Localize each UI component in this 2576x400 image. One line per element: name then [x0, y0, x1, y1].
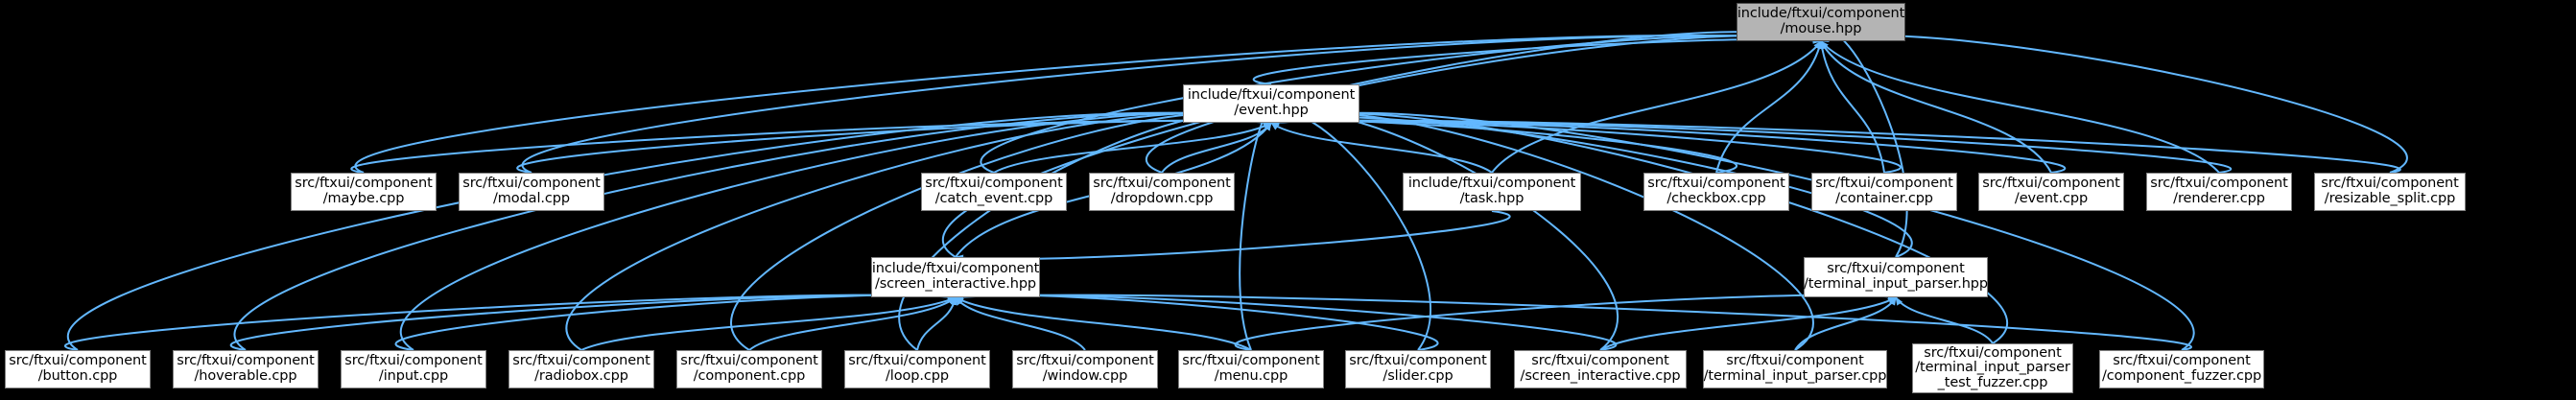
graph-node-label: include/ftxui/component /task.hpp — [1407, 176, 1576, 206]
graph-node-screen-interactive-cpp[interactable]: src/ftxui/component /screen_interactive.… — [1514, 350, 1687, 388]
graph-node-label: src/ftxui/component /terminal_input_pars… — [1915, 344, 2070, 390]
graph-edge — [1252, 36, 1822, 85]
graph-edge — [1234, 293, 1897, 351]
graph-node-terminal-input-parser-hpp[interactable]: src/ftxui/component /terminal_input_pars… — [1804, 257, 1988, 297]
graph-edge — [1715, 40, 1823, 174]
graph-edge — [748, 296, 957, 351]
graph-node-label: src/ftxui/component /window.cpp — [1016, 353, 1154, 384]
graph-node-event-cpp[interactable]: src/ftxui/component /event.cpp — [1978, 173, 2124, 211]
graph-node-label: include/ftxui/component /mouse.hpp — [1737, 6, 1905, 36]
graph-node-slider-cpp[interactable]: src/ftxui/component /slider.cpp — [1345, 350, 1491, 388]
graph-edge — [1895, 296, 1994, 344]
graph-node-label: src/ftxui/component /radiobox.cpp — [512, 353, 650, 384]
graph-node-label: src/ftxui/component /hoverable.cpp — [177, 353, 315, 384]
graph-edge — [993, 122, 1272, 174]
graph-node-label: src/ftxui/component /maybe.cpp — [295, 176, 433, 206]
graph-node-event-hpp[interactable]: include/ftxui/component /event.hpp — [1183, 84, 1359, 123]
graph-edge — [1270, 122, 1493, 174]
graph-node-label: src/ftxui/component /container.cpp — [1815, 176, 1953, 206]
graph-node-container-cpp[interactable]: src/ftxui/component /container.cpp — [1811, 173, 1957, 211]
graph-node-label: src/ftxui/component /terminal_input_pars… — [1803, 261, 1989, 292]
graph-node-button-cpp[interactable]: src/ftxui/component /button.cpp — [5, 350, 151, 388]
graph-edge — [394, 293, 957, 351]
graph-node-label: src/ftxui/component /event.cpp — [1982, 176, 2120, 206]
graph-node-window-cpp[interactable]: src/ftxui/component /window.cpp — [1012, 350, 1158, 388]
graph-edge — [955, 210, 1511, 262]
graph-node-label: include/ftxui/component /event.hpp — [1187, 87, 1356, 118]
graph-node-label: src/ftxui/component /screen_interactive.… — [1520, 353, 1681, 384]
graph-node-label: src/ftxui/component /component.cpp — [680, 353, 818, 384]
graph-edge — [350, 118, 1272, 174]
graph-node-label: src/ftxui/component /checkbox.cpp — [1647, 176, 1785, 206]
graph-node-label: src/ftxui/component /component_fuzzer.cp… — [2101, 353, 2262, 384]
graph-node-label: src/ftxui/component /dropdown.cpp — [1093, 176, 1231, 206]
graph-node-radiobox-cpp[interactable]: src/ftxui/component /radiobox.cpp — [508, 350, 654, 388]
graph-edge — [1794, 296, 1897, 351]
graph-node-mouse-hpp[interactable]: include/ftxui/component /mouse.hpp — [1737, 3, 1905, 41]
graph-node-screen-interactive-hpp[interactable]: include/ftxui/component /screen_interact… — [871, 257, 1040, 297]
graph-node-input-cpp[interactable]: src/ftxui/component /input.cpp — [341, 350, 486, 388]
graph-node-component-fuzzer-cpp[interactable]: src/ftxui/component /component_fuzzer.cp… — [2099, 350, 2264, 388]
graph-node-label: src/ftxui/component /button.cpp — [9, 353, 147, 384]
graph-edge — [955, 296, 1086, 351]
graph-node-component-cpp[interactable]: src/ftxui/component /component.cpp — [676, 350, 822, 388]
graph-node-checkbox-cpp[interactable]: src/ftxui/component /checkbox.cpp — [1643, 173, 1789, 211]
graph-edge — [1818, 40, 1885, 174]
graph-node-label: src/ftxui/component /renderer.cpp — [2150, 176, 2288, 206]
graph-node-maybe-cpp[interactable]: src/ftxui/component /maybe.cpp — [291, 173, 437, 211]
graph-edge — [1270, 119, 2401, 174]
graph-edge — [1491, 40, 1822, 174]
graph-node-label: include/ftxui/component /screen_interact… — [871, 261, 1040, 292]
graph-edge — [565, 111, 1272, 351]
graph-node-dropdown-cpp[interactable]: src/ftxui/component /dropdown.cpp — [1089, 173, 1235, 211]
graph-node-label: src/ftxui/component /modal.cpp — [462, 176, 601, 206]
graph-edge — [580, 296, 957, 351]
graph-edge — [1820, 40, 2052, 174]
graph-edge — [1239, 111, 1274, 351]
graph-node-label: src/ftxui/component /catch_event.cpp — [925, 176, 1063, 206]
graph-edge — [1270, 111, 1814, 351]
graph-node-loop-cpp[interactable]: src/ftxui/component /loop.cpp — [844, 350, 990, 388]
graph-node-label: src/ftxui/component /terminal_input_pars… — [1703, 353, 1887, 384]
graph-node-menu-cpp[interactable]: src/ftxui/component /menu.cpp — [1178, 350, 1324, 388]
graph-edge — [955, 293, 1618, 351]
graph-edge — [400, 111, 1272, 351]
graph-edge — [1161, 122, 1272, 174]
graph-edge — [1599, 296, 1897, 351]
graph-node-label: src/ftxui/component /slider.cpp — [1349, 353, 1487, 384]
graph-edge — [955, 294, 2192, 351]
graph-node-renderer-cpp[interactable]: src/ftxui/component /renderer.cpp — [2146, 173, 2292, 211]
graph-node-modal-cpp[interactable]: src/ftxui/component /modal.cpp — [459, 173, 604, 211]
graph-edge — [730, 111, 1272, 351]
graph-node-catch-event-cpp[interactable]: src/ftxui/component /catch_event.cpp — [921, 173, 1067, 211]
graph-edge — [916, 296, 957, 351]
graph-node-label: src/ftxui/component /resizable_split.cpp — [2321, 176, 2459, 206]
graph-node-task-hpp[interactable]: include/ftxui/component /task.hpp — [1403, 173, 1581, 211]
graph-node-hoverable-cpp[interactable]: src/ftxui/component /hoverable.cpp — [173, 350, 319, 388]
graph-node-terminal-input-parser-cpp[interactable]: src/ftxui/component /terminal_input_pars… — [1703, 350, 1887, 388]
graph-node-label: src/ftxui/component /input.cpp — [344, 353, 483, 384]
graph-node-terminal-fuzzer-cpp[interactable]: src/ftxui/component /terminal_input_pars… — [1912, 343, 2073, 393]
graph-node-label: src/ftxui/component /loop.cpp — [848, 353, 986, 384]
graph-edge — [955, 296, 1252, 351]
graph-edge — [516, 118, 1272, 174]
graph-node-label: src/ftxui/component /menu.cpp — [1182, 353, 1320, 384]
graph-node-resizable-split-cpp[interactable]: src/ftxui/component /resizable_split.cpp — [2314, 173, 2466, 211]
graph-edge — [64, 293, 957, 351]
graph-edge — [521, 35, 1822, 174]
